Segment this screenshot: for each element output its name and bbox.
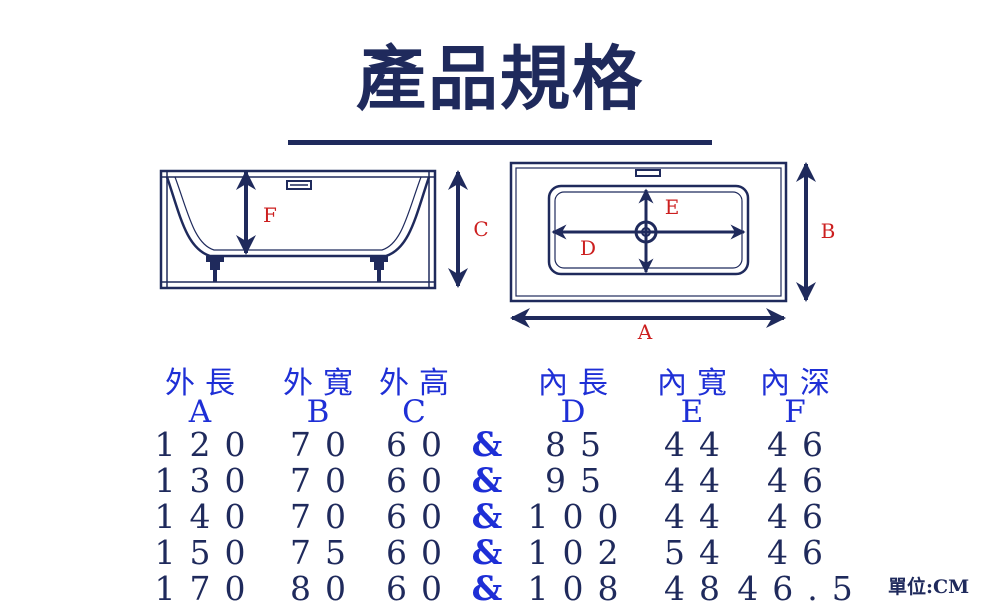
title-underline [288,140,712,145]
separator-symbol: & [471,569,503,609]
column-header: 內長 [538,366,618,401]
column-subheader: A [188,394,212,430]
top-view-frame [509,161,788,303]
column-header: 內深 [760,366,840,401]
table-cell: 140 [154,497,260,536]
table-cell: 95 [545,461,615,500]
table-cell: 46 [767,533,837,572]
overflow-icon [286,180,312,190]
table-cell: 60 [386,461,456,500]
separator-symbol: & [471,497,503,537]
table-cell: 102 [527,533,633,572]
side-view [159,169,468,290]
table-cell: 60 [386,425,456,464]
table-cell: 46 [767,425,837,464]
top-view-basin [547,184,750,276]
table-cell: 120 [154,425,260,464]
table-cell: 70 [290,497,360,536]
table-cell: 46 [767,461,837,500]
table-cell: 48 [664,569,734,608]
table-cell: 44 [664,425,734,464]
table-cell: 44 [664,497,734,536]
table-cell: 70 [290,461,360,500]
table-cell: 46.5 [737,569,867,608]
table-cell: 60 [386,533,456,572]
separator-symbol: & [471,425,503,465]
column-subheader: E [680,394,704,430]
separator-symbol: & [471,533,503,573]
label-a: A [637,320,653,344]
table-cell: 130 [154,461,260,500]
label-b: B [821,219,836,243]
table-cell: 60 [386,497,456,536]
side-view-frame [159,169,437,290]
table-cell: 46 [767,497,837,536]
table-cell: 70 [290,425,360,464]
label-f: F [263,203,277,227]
table-cell: 54 [664,533,734,572]
left-foot-icon [206,256,224,282]
table-cell: 170 [154,569,260,608]
column-header: 外高 [379,366,459,401]
column-subheader: C [402,394,426,430]
unit-label: 單位:CM [888,576,970,598]
top-overflow-icon [635,169,661,177]
right-foot-icon [370,256,388,282]
column-header: 外寬 [283,366,363,401]
table-cell: 44 [664,461,734,500]
table-cell: 60 [386,569,456,608]
label-d: D [580,236,596,260]
table-cell: 75 [290,533,360,572]
column-header: 內寬 [657,366,737,401]
top-view [509,161,816,328]
separator-symbol: & [471,461,503,501]
column-subheader: B [306,394,330,430]
table-cell: 80 [290,569,360,608]
column-header: 外長 [165,366,245,401]
label-c: C [473,217,488,241]
tub-basin-outline [165,176,431,258]
page-title: 產品規格 [356,37,644,120]
table-cell: 150 [154,533,260,572]
table-cell: 108 [527,569,633,608]
table-cell: 85 [545,425,615,464]
column-subheader: F [784,394,806,430]
table-cell: 100 [527,497,633,536]
label-e: E [665,195,680,219]
column-subheader: D [560,394,586,430]
